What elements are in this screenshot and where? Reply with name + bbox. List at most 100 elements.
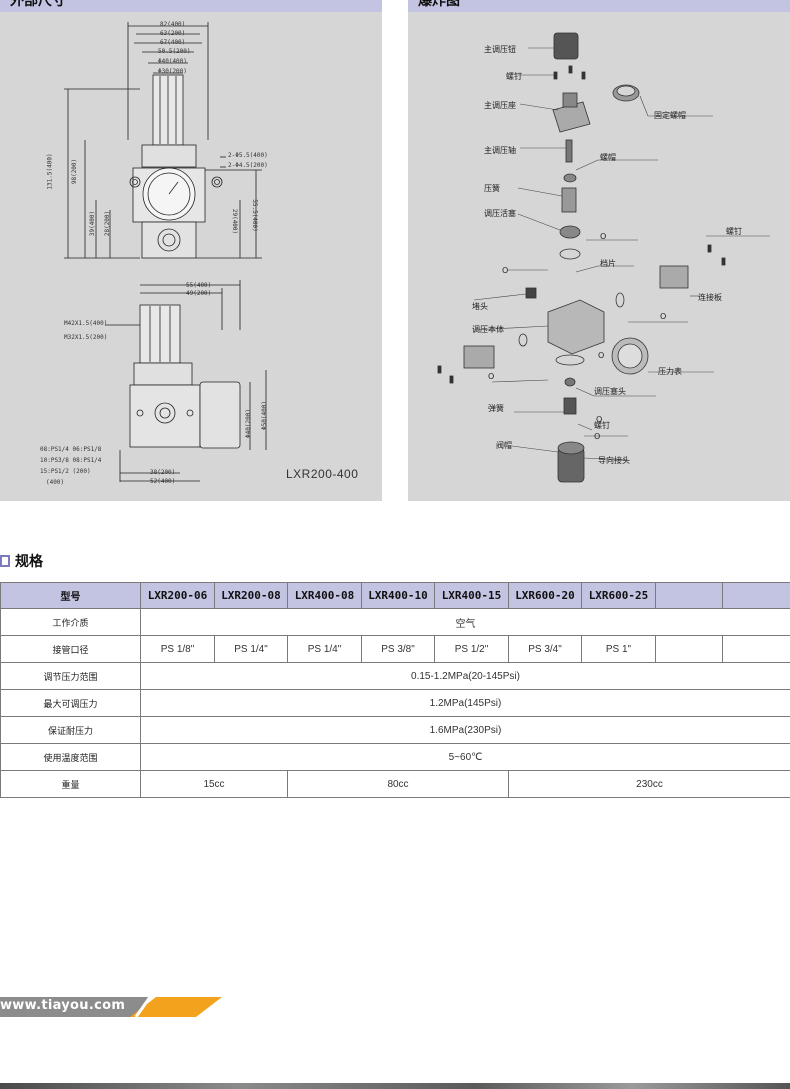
spec-row-max-pressure: 最大可调压力 1.2MPa(145Psi)	[0, 689, 790, 717]
port-size: PS 1/8"	[140, 635, 215, 663]
dim-phi5-5: 2-Φ5.5(400)	[228, 152, 268, 159]
footer-banner	[0, 996, 222, 1018]
part-main-bonnet: 主调压座	[484, 101, 516, 110]
dim-55: 55(400)	[186, 282, 212, 289]
header-model: LXR200-08	[214, 582, 288, 609]
dim-55-5: 55.5(400)	[250, 199, 258, 232]
row-label: 重量	[0, 770, 141, 798]
dim-phi40: Φ40(400)	[158, 58, 187, 65]
port-note-4: (400)	[46, 479, 65, 486]
part-spring-2: 弹簧	[488, 404, 504, 413]
row-value: 0.15-1.2MPa(20-145Psi)	[140, 662, 790, 690]
exploded-view-panel: 爆炸图	[408, 0, 790, 501]
port-size: PS 1/4"	[287, 635, 362, 663]
header-model: LXR400-08	[287, 582, 362, 609]
header-model: LXR600-20	[508, 582, 582, 609]
row-value: 1.6MPa(230Psi)	[140, 716, 790, 744]
part-connector-plate: 连接板	[698, 293, 722, 302]
row-value: 空气	[140, 608, 790, 636]
exploded-view-drawing	[437, 32, 770, 483]
part-spring: 压簧	[484, 184, 500, 193]
part-shim: 档片	[600, 259, 616, 268]
spec-row-proof-pressure: 保证耐压力 1.6MPa(230Psi)	[0, 716, 790, 744]
thread-m32: M32X1.5(200)	[64, 334, 108, 341]
weight-value: 80cc	[287, 770, 509, 798]
dim-63: 63(200)	[160, 30, 186, 37]
part-main-shaft: 主调压轴	[484, 146, 516, 155]
spec-row-weight: 重量 15cc 80cc 230cc	[0, 770, 790, 798]
weight-value: 230cc	[508, 770, 790, 798]
part-regulator-body: 调压本体	[472, 325, 504, 334]
model-code: LXR200-400	[286, 467, 359, 481]
website-link[interactable]: www.tiayou.com	[0, 998, 126, 1013]
part-nut: 螺帽	[600, 153, 616, 162]
port-size	[722, 635, 790, 663]
bottom-strip	[0, 1083, 790, 1089]
row-label: 接管口径	[0, 635, 141, 663]
part-valve-cap: 阀帽	[496, 441, 512, 450]
thread-m42: M42X1.5(400)	[64, 320, 108, 327]
dim-phi30: Φ30(200)	[158, 68, 187, 75]
dim-50-5: 50.5(200)	[158, 48, 191, 55]
spec-table: 型号 LXR200-06 LXR200-08 LXR400-08 LXR400-…	[0, 582, 790, 798]
part-oring-7: O	[594, 432, 601, 441]
dim-phi4-5: 2-Φ4.5(200)	[228, 162, 268, 169]
row-label: 使用温度范围	[0, 743, 141, 771]
part-regulator-plug: 调压塞头	[594, 387, 626, 396]
dim-phi40-side: Φ40(200)	[244, 409, 252, 438]
row-label: 调节压力范围	[0, 662, 141, 690]
dim-28: 28(200)	[104, 210, 112, 237]
dim-phi50: Φ50(400)	[260, 401, 268, 430]
port-size: PS 1/2"	[434, 635, 509, 663]
part-screw-2: 螺钉	[726, 227, 742, 236]
part-oring-1: O	[600, 232, 607, 241]
dimensions-panel: 外部尺寸	[0, 0, 382, 501]
dim-82: 82(400)	[160, 21, 186, 28]
part-screw-3: 螺钉	[594, 421, 610, 430]
dim-39: 39(400)	[89, 210, 97, 237]
exploded-view-panel-title: 爆炸图	[408, 0, 790, 12]
port-size: PS 1"	[581, 635, 656, 663]
part-oring-4: O	[598, 351, 605, 360]
row-label: 保证耐压力	[0, 716, 141, 744]
port-size: PS 3/4"	[508, 635, 582, 663]
port-note-3: 15:PS1/2 (200)	[40, 468, 91, 475]
side-view-drawing	[105, 280, 267, 482]
header-model-label: 型号	[0, 582, 141, 609]
dim-67: 67(400)	[160, 39, 186, 46]
part-oring-6: O	[596, 415, 603, 424]
dim-29: 29(400)	[231, 208, 239, 235]
port-size	[655, 635, 723, 663]
spec-title: 规格	[15, 554, 43, 570]
spec-row-pressure-range: 调节压力范围 0.15-1.2MPa(20-145Psi)	[0, 662, 790, 690]
spec-row-medium: 工作介质 空气	[0, 608, 790, 636]
spec-heading: 规格	[0, 550, 43, 572]
dim-131-5: 131.5(400)	[46, 153, 54, 190]
spec-row-port: 接管口径 PS 1/8" PS 1/4" PS 1/4" PS 3/8" PS …	[0, 635, 790, 663]
row-value: 1.2MPa(145Psi)	[140, 689, 790, 717]
port-note-2: 10:PS3/8 08:PS1/4	[40, 457, 102, 464]
header-model	[722, 582, 790, 609]
port-note-1: 08:PS1/4 06:PS1/8	[40, 446, 102, 453]
dim-38: 38(200)	[150, 469, 176, 476]
part-guide-fitting: 导向接头	[598, 456, 630, 465]
dim-49: 49(200)	[186, 290, 212, 297]
weight-value: 15cc	[140, 770, 288, 798]
header-model: LXR600-25	[581, 582, 656, 609]
heading-square-icon	[0, 555, 10, 567]
part-piston: 调压活塞	[484, 209, 516, 218]
spec-header-row: 型号 LXR200-06 LXR200-08 LXR400-08 LXR400-…	[0, 582, 790, 609]
part-oring-5: O	[488, 372, 495, 381]
port-size: PS 1/4"	[214, 635, 288, 663]
part-oring-2: O	[502, 266, 509, 275]
part-fixing-nut: 固定螺帽	[654, 111, 686, 120]
row-label: 工作介质	[0, 608, 141, 636]
dim-52: 52(400)	[150, 478, 176, 485]
port-size: PS 3/8"	[361, 635, 435, 663]
row-value: 5~60℃	[140, 743, 790, 771]
header-model: LXR200-06	[140, 582, 215, 609]
part-screw-1: 螺钉	[506, 72, 522, 81]
header-model: LXR400-15	[434, 582, 509, 609]
part-plug: 堵头	[472, 302, 488, 311]
spec-row-temperature: 使用温度范围 5~60℃	[0, 743, 790, 771]
